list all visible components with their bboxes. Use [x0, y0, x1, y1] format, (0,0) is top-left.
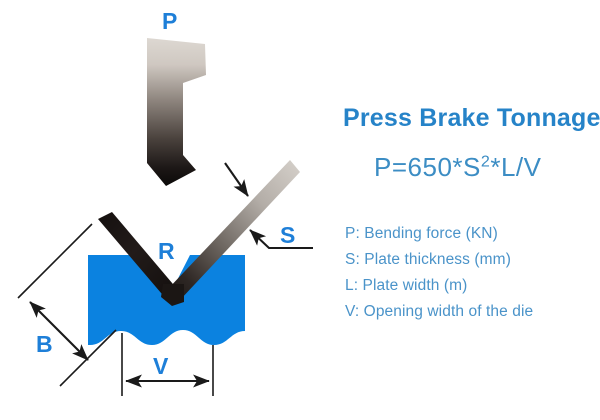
bend-radius-label-R: R: [158, 238, 175, 264]
bent-sheet-metal: [98, 160, 300, 306]
punch-tool: [147, 38, 206, 186]
legend-item-L: L: Plate width (m): [345, 277, 468, 294]
legend-item-P: P: Bending force (KN): [345, 225, 498, 242]
thickness-label-S: S: [280, 222, 296, 248]
punch-label-P: P: [162, 8, 178, 34]
dimension-B: [17, 223, 117, 387]
legend-item-V: V: Opening width of the die: [345, 303, 534, 320]
dimension-V: [121, 333, 214, 396]
sheet-leader-arrow: [224, 162, 249, 197]
legend-item-S: S: Plate thickness (mm): [345, 251, 511, 268]
flange-label-B: B: [36, 331, 53, 357]
formula-tail: *L/V: [490, 152, 542, 182]
tonnage-formula: P=650*S2*L/V: [374, 152, 542, 183]
formula-exponent: 2: [480, 152, 491, 171]
diagram-title: Press Brake Tonnage: [343, 104, 600, 132]
formula-lead: P=650*S: [374, 152, 481, 182]
thickness-leader-S: [249, 229, 313, 250]
opening-label-V: V: [153, 353, 169, 379]
